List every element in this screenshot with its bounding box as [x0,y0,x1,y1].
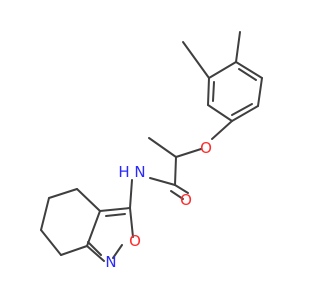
cyclohexane-bond-4 [40,229,62,256]
alpha-carbonyl-carbon-bond [174,156,177,186]
oxygen-alpha-carbon-bond [175,148,202,158]
carbonyl-double-bond-outer [174,184,189,194]
aryl-oxygen-bond [211,120,233,140]
amide-hydrogen-label: H [118,163,129,181]
aromatic-double-bond-inner-1 [238,68,257,81]
aromatic-bond-c2-c3 [257,77,263,107]
isoxazole-c7a-c3a-bond [86,210,101,247]
ring-oxygen-label: O [129,232,141,250]
alpha-methyl-bond [148,137,177,158]
aromatic-double-bond-inner-2 [231,103,253,116]
nitrogen-isoxazole-carbon-bond [129,179,133,209]
isoxazole-c3a-c3-bond [99,207,131,212]
isoxazole-n-c7a-double-bond-inner [87,241,102,256]
carbonyl-nitrogen-bond [149,177,176,186]
isoxazole-inner-double-bond [105,213,126,217]
atom-labels: O H N O O N [105,139,212,271]
cyclohexane-bond-5 [60,245,88,256]
aromatic-bond-c1-c2 [235,61,263,79]
ether-oxygen-label: O [200,139,212,157]
methyl-bond-left [182,41,210,79]
cyclohexane-bond-1 [76,188,101,212]
amide-nitrogen-label: N [134,163,145,181]
aromatic-bond-c5-c6 [207,77,210,106]
carbonyl-double-bond-inner [170,190,184,200]
cyclohexane-bond-2 [48,188,78,199]
methyl-bond-top [235,31,241,63]
isoxazole-n-c7a-double-bond-outer [86,245,105,262]
bond-lines [40,31,263,262]
isoxazole-o-n-bond [112,244,123,259]
ring-nitrogen-label: N [105,253,116,271]
aromatic-bond-c3-c4 [231,105,259,122]
carbonyl-oxygen-label: O [180,191,192,209]
isoxazole-c3-o-bond [129,207,134,238]
cyclohexane-bond-3 [40,197,50,231]
chemical-structure-diagram: O H N O O N [40,31,263,271]
aromatic-bond-c6-c1 [208,61,237,79]
aromatic-bond-c4-c5 [207,104,233,122]
aromatic-double-bond-inner-3 [212,81,215,102]
